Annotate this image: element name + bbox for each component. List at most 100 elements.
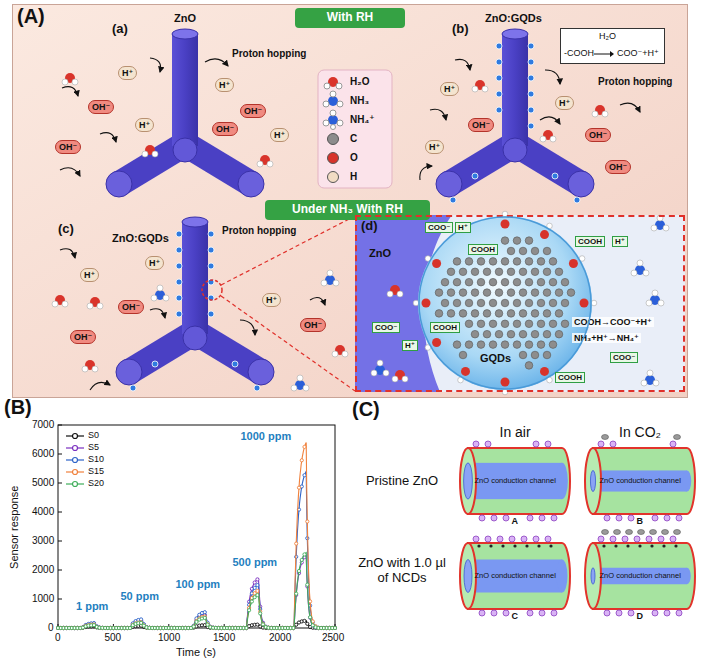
carbon-atom <box>489 258 497 266</box>
oxygen-ion <box>652 515 658 521</box>
depletion-layer <box>468 448 570 514</box>
carbon-atom <box>531 289 539 297</box>
conduction-channel <box>468 560 562 593</box>
series-marker <box>248 609 251 612</box>
legend-text: NH₃ <box>350 95 369 107</box>
label-text: 0 <box>55 632 61 644</box>
series-marker <box>292 626 295 629</box>
series-line <box>58 471 335 628</box>
channel-face <box>591 568 595 585</box>
gqd-dot <box>152 361 158 367</box>
label-text: (a) <box>112 22 128 37</box>
condition-banner: Under NH₃ With RH <box>265 200 430 220</box>
ammonia-h <box>643 270 649 276</box>
label-text: COO⁻ <box>372 322 400 333</box>
ammonia-h <box>646 300 652 306</box>
depletion-layer <box>593 543 695 609</box>
series-marker <box>303 445 306 448</box>
ammonia-h <box>383 370 389 376</box>
carbon-atom <box>537 258 545 266</box>
label-text: 50 ppm <box>121 590 160 603</box>
carbon-atom <box>477 320 485 328</box>
hopping-arrow <box>455 59 470 70</box>
zno-gqd-tetrapod <box>436 29 594 197</box>
series-marker <box>128 626 131 629</box>
label-text: Proton hopping <box>232 48 306 60</box>
oxygen-ion <box>670 536 676 542</box>
label-text: H⁺ <box>145 256 164 270</box>
ammonia-h <box>651 225 657 231</box>
carbonate-ion <box>614 530 621 535</box>
oxygen-ion <box>628 515 634 521</box>
carbon-atom <box>507 310 515 318</box>
panel-ground <box>12 4 688 398</box>
water-h <box>402 376 408 382</box>
hydrogen-atom <box>413 300 419 306</box>
label-text: (b) <box>452 22 469 37</box>
series-marker <box>297 569 300 572</box>
oxygen-ion <box>491 515 497 521</box>
carbon-atom <box>513 237 521 245</box>
label-text: Sensor response <box>8 485 21 568</box>
carbon-atom <box>525 341 533 349</box>
series-marker <box>203 611 206 614</box>
water-h <box>82 366 88 372</box>
label-text: 1500 <box>213 632 235 644</box>
label-text: COOH <box>575 236 605 247</box>
sample-marker <box>73 482 78 487</box>
carbon-atom <box>507 268 515 276</box>
oxygen-ion <box>539 515 545 521</box>
carbon-atom <box>507 330 515 338</box>
oxygen-atom <box>580 299 589 308</box>
carbon-atom <box>513 320 521 328</box>
nanorod-models <box>460 435 695 617</box>
legend-text: H <box>350 171 357 183</box>
legend-text: O <box>350 152 358 164</box>
carbon-atom <box>567 289 575 297</box>
carbon-atom <box>435 289 443 297</box>
carbon-atom <box>555 289 563 297</box>
ammonia-h <box>377 360 383 366</box>
response-chart <box>56 425 336 630</box>
carbon-atom <box>453 299 461 307</box>
carbon-lattice <box>413 211 597 395</box>
series-marker <box>253 581 256 584</box>
series-marker <box>245 626 248 629</box>
label-text: 1000 <box>32 593 54 605</box>
carbon-atom <box>537 278 545 286</box>
rod-face <box>460 448 476 514</box>
series-marker <box>195 620 198 623</box>
ncd-dot <box>674 544 677 547</box>
carbonate-ion <box>662 530 669 535</box>
series-marker <box>295 542 298 545</box>
carbon-atom <box>483 268 491 276</box>
carbon-atom <box>531 247 539 255</box>
oxygen-atom <box>461 367 470 376</box>
series-marker <box>333 626 336 629</box>
label-text: Time (s) <box>176 646 216 659</box>
oxygen-ion <box>551 610 557 616</box>
label-text: 1000 <box>158 632 180 644</box>
carbon-atom <box>549 299 557 307</box>
carbonate-ion <box>638 530 645 535</box>
carbon-atom <box>513 258 521 266</box>
carbonate-ion <box>626 530 633 535</box>
oxygen-ion <box>604 610 610 616</box>
gqd-dot <box>130 385 136 391</box>
sample-marker <box>73 470 78 475</box>
series-marker <box>333 626 336 629</box>
carbon-atom <box>519 351 527 359</box>
channel-end <box>683 470 691 491</box>
legend-text: H₂O <box>350 76 369 88</box>
label-text: In CO₂ <box>619 424 661 440</box>
oxygen-ion <box>598 536 604 542</box>
gqd-dot <box>528 75 534 81</box>
ncd-dot <box>602 544 605 547</box>
series-marker <box>297 486 300 489</box>
series-marker <box>192 625 195 628</box>
series-marker <box>259 612 262 615</box>
label-text: OH⁻ <box>118 300 144 314</box>
label-text: OH⁻ <box>55 140 81 154</box>
carbon-atom <box>561 320 569 328</box>
